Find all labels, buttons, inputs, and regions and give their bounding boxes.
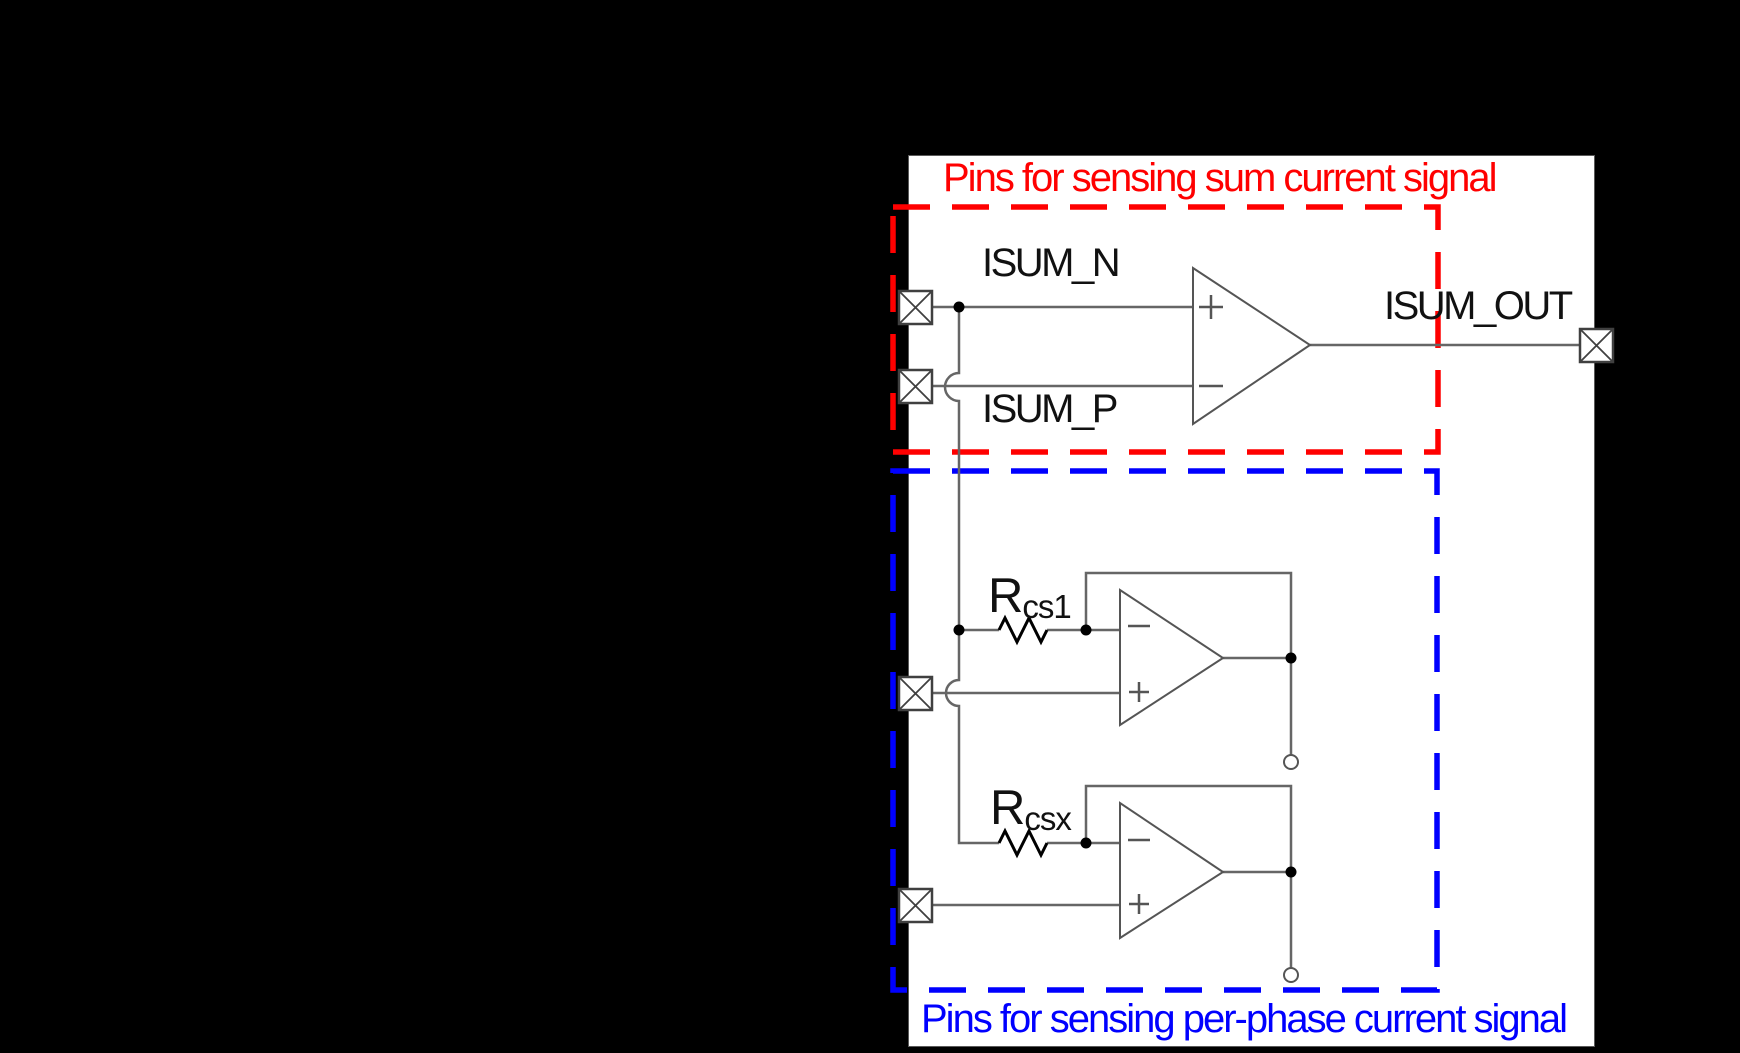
resistor-label-rcsx-base: R xyxy=(990,781,1025,835)
net-label-isum-out: ISUM_OUT xyxy=(1384,284,1573,328)
per-phase-region-dashed-box xyxy=(890,468,1440,993)
resistor-label-rcsx: Rcsx xyxy=(990,781,1072,837)
resistor-rcsx-icon xyxy=(997,827,1049,859)
net-label-isum-n: ISUM_N xyxy=(982,241,1121,285)
wire-opamp3-feedback xyxy=(1084,784,1293,872)
wire-opamp3-output xyxy=(1223,870,1293,968)
junction-dots xyxy=(953,301,1297,878)
pin-isum-out-icon xyxy=(1578,327,1615,364)
pin-isum-n-icon xyxy=(897,289,934,326)
region-per-phase-title: Pins for sensing per-phase current signa… xyxy=(921,997,1568,1041)
opamp-phasex-plus-icon xyxy=(1129,894,1149,914)
opamp-phasex-icon xyxy=(1119,801,1225,940)
opamp-sum-plus-icon xyxy=(1199,295,1223,319)
resistor-label-rcs1: Rcs1 xyxy=(988,569,1072,625)
opamp-phase1-plus-icon xyxy=(1129,682,1149,702)
junction-dot xyxy=(953,624,965,636)
open-terminal-icon xyxy=(1283,754,1299,770)
junction-dot xyxy=(1080,624,1092,636)
opamp-input-signs xyxy=(1128,295,1223,914)
junction-dot xyxy=(1080,837,1092,849)
pin-cspx-icon xyxy=(897,887,934,924)
opamp-phase1-icon xyxy=(1119,588,1225,727)
pins xyxy=(897,289,1615,924)
junction-dot xyxy=(1285,866,1297,878)
resistor-rcs1-icon xyxy=(997,614,1049,646)
resistor-label-rcs1-base: R xyxy=(988,569,1023,623)
sum-region-dashed-box xyxy=(890,204,1441,455)
opamps xyxy=(1119,266,1312,940)
pin-csp1-icon xyxy=(897,675,934,712)
resistor-label-rcs1-sub: cs1 xyxy=(1022,588,1071,625)
pin-isum-p-icon xyxy=(897,368,934,405)
schematic-panel xyxy=(908,155,1595,1047)
wire-opamp2-output xyxy=(1223,656,1293,755)
open-terminal-icon xyxy=(1283,967,1299,983)
wire-summing-rail xyxy=(943,307,999,845)
region-sum-title: Pins for sensing sum current signal xyxy=(943,156,1497,200)
junction-dot xyxy=(1285,652,1297,664)
junction-dot xyxy=(953,301,965,313)
opamp-sum-icon xyxy=(1192,266,1312,426)
wire-opamp2-feedback xyxy=(1084,571,1293,658)
resistor-label-rcsx-sub: csx xyxy=(1024,800,1071,837)
net-label-isum-p: ISUM_P xyxy=(982,387,1118,431)
